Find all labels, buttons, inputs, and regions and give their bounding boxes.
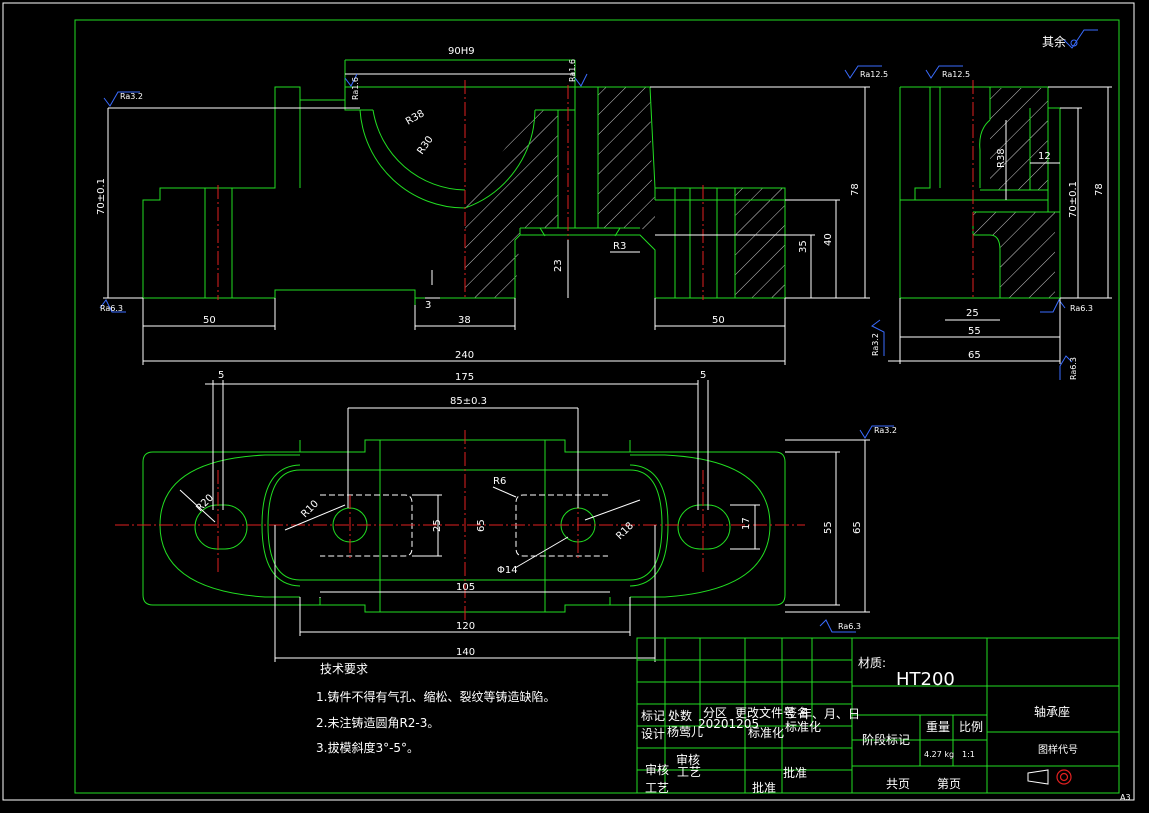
section-hatch-b — [598, 87, 655, 235]
rest-roughness-label: 其余 — [1042, 34, 1066, 49]
plan-dim-r18: R18 — [614, 520, 636, 542]
tb-design-date: 20201205 — [698, 717, 759, 731]
side-dim-12: 12 — [1038, 151, 1051, 162]
ra-front-bottom: Ra6.3 — [100, 304, 123, 313]
tb-design: 设计 — [641, 727, 665, 741]
tb-review: 审核 — [645, 762, 669, 777]
tb-count: 处数 — [668, 708, 692, 723]
side-hatch-b — [990, 88, 1048, 190]
tb-scale-label: 比例 — [959, 720, 983, 734]
dim-38: 38 — [458, 315, 471, 326]
tb-sheet-no: 第页 — [937, 777, 961, 791]
plan-view: 5 175 5 85±0.3 R6 R20 R10 R18 25 65 Φ14 … — [115, 370, 870, 662]
tb-standardize-2: 标准化 — [785, 720, 821, 734]
ra-side-right: Ra6.3 — [1069, 357, 1078, 380]
tb-approve: 批准 — [752, 780, 776, 795]
tb-designer: 杨莺儿 — [667, 724, 703, 739]
side-dim-78: 78 — [1094, 183, 1105, 196]
material-value: HT200 — [896, 669, 955, 690]
tb-weight-label: 重量 — [926, 720, 950, 734]
side-dim-55: 55 — [968, 326, 981, 337]
tb-process-2: 工艺 — [677, 765, 701, 779]
plan-dim-120: 120 — [456, 621, 475, 632]
ra-front-top: Ra12.5 — [860, 70, 888, 79]
dim-r30: R30 — [415, 134, 435, 156]
side-view: 78 70±0.1 R38 12 25 55 65 — [888, 80, 1112, 364]
plan-dim-55: 55 — [823, 521, 834, 534]
plan-dim-175: 175 — [455, 372, 474, 383]
tech-line-2: 2.未注铸造圆角R2-3。 — [316, 715, 439, 730]
plan-dim-5-left: 5 — [218, 370, 224, 381]
tb-doc: 更改文件号 — [735, 705, 795, 720]
dim-40: 40 — [823, 233, 834, 246]
tb-scale: 1:1 — [962, 750, 975, 759]
roughness-symbols: Ra3.2 Ra1.6 Ra1.6 Ra12.5 Ra6.3 Ra12.5 Ra… — [99, 29, 1098, 633]
side-dim-65: 65 — [968, 350, 981, 361]
tb-review-2: 审核 — [676, 752, 700, 767]
ra-side-left: Ra3.2 — [871, 333, 880, 356]
plan-dim-5-right: 5 — [700, 370, 706, 381]
section-hatch-c — [735, 188, 785, 298]
dim-50-left: 50 — [203, 315, 216, 326]
tech-line-1: 1.铸件不得有气孔、缩松、裂纹等铸造缺陷。 — [316, 689, 555, 704]
dim-50-right: 50 — [712, 315, 725, 326]
plan-dim-r6: R6 — [493, 476, 506, 487]
dim-3: 3 — [425, 300, 431, 311]
tb-stage-label: 阶段标记 — [862, 732, 910, 747]
plan-dim-105: 105 — [456, 582, 475, 593]
dim-90h9: 90H9 — [448, 46, 475, 57]
ra-plan-top: Ra3.2 — [874, 426, 897, 435]
dim-78: 78 — [850, 183, 861, 196]
inner-frame — [74, 19, 1120, 794]
front-view: 90H9 70±0.1 78 40 35 23 R3 R38 R30 3 50 … — [96, 46, 870, 365]
plan-dim-85: 85±0.3 — [450, 396, 487, 407]
tb-standardize: 标准化 — [748, 726, 784, 740]
plan-dim-65-mid: 65 — [476, 519, 487, 532]
projection-symbol-icon — [1027, 769, 1072, 785]
dim-240: 240 — [455, 350, 474, 361]
ra-bore-right: Ra1.6 — [568, 59, 577, 82]
plan-dim-17: 17 — [741, 517, 752, 530]
outer-border — [2, 2, 1135, 801]
dim-r3: R3 — [613, 241, 626, 252]
ra-side-bottom: Ra6.3 — [1070, 304, 1093, 313]
plan-dim-65: 65 — [852, 521, 863, 534]
ra-side-top: Ra12.5 — [942, 70, 970, 79]
ra-plan-bottom: Ra6.3 — [838, 622, 861, 631]
tb-zone: 分区 — [703, 706, 727, 720]
tb-date-label: 年、月、日 — [800, 707, 860, 721]
plan-dim-25: 25 — [432, 519, 443, 532]
material-label: 材质: — [858, 656, 886, 670]
tb-mark: 标记 — [641, 709, 665, 723]
plan-dim-phi14: Φ14 — [497, 565, 518, 576]
title-block: 材质: HT200 轴承座 图样代号 标记 处数 分区 更改文件号 签名 年、月… — [636, 637, 1131, 802]
tb-weight: 4.27 kg — [924, 750, 954, 759]
sheet-size: A3 — [1120, 793, 1131, 802]
ra-front-left: Ra3.2 — [120, 92, 143, 101]
dim-35: 35 — [798, 240, 809, 253]
tb-sign: 签名 — [785, 705, 809, 720]
drawing-code-label: 图样代号 — [1038, 743, 1078, 756]
side-dim-25: 25 — [966, 308, 979, 319]
tb-approve-2: 批准 — [783, 765, 807, 780]
part-name: 轴承座 — [1034, 704, 1070, 719]
dim-r38: R38 — [404, 108, 427, 127]
tech-line-3: 3.拔模斜度3°-5°。 — [316, 740, 419, 755]
technical-requirements: 技术要求 1.铸件不得有气孔、缩松、裂纹等铸造缺陷。 2.未注铸造圆角R2-3。… — [316, 662, 555, 755]
dim-23: 23 — [553, 259, 564, 272]
side-dim-r38: R38 — [996, 148, 1007, 168]
ra-bore-left: Ra1.6 — [351, 77, 360, 100]
tech-title: 技术要求 — [320, 662, 368, 676]
side-hatch-a — [973, 212, 1055, 298]
dim-70-tol: 70±0.1 — [96, 178, 107, 215]
side-dim-70: 70±0.1 — [1068, 181, 1079, 218]
tb-process: 工艺 — [645, 781, 669, 795]
plan-dim-140: 140 — [456, 647, 475, 658]
tb-total-sheets: 共页 — [886, 777, 910, 791]
